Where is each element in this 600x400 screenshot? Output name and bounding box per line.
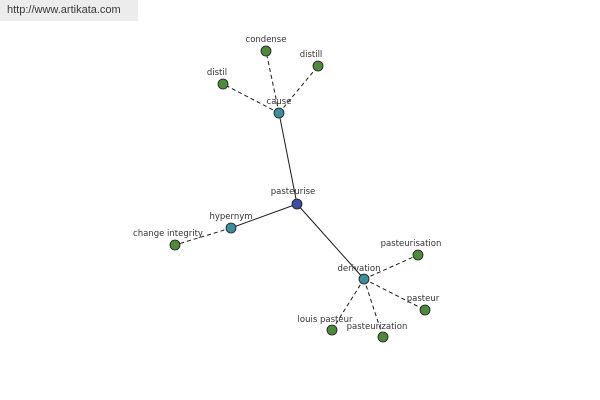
edge-pasteurise-cause (278, 112, 298, 205)
word-node-circle[interactable] (312, 60, 324, 72)
word-node-label[interactable]: change integrity (133, 229, 203, 239)
relation-node-cause[interactable]: cause (267, 97, 292, 119)
word-node-label[interactable]: condense (246, 35, 287, 45)
relation-node-circle[interactable] (273, 107, 285, 119)
word-node-circle[interactable] (169, 239, 181, 251)
relation-node-hypernym[interactable]: hypernym (209, 212, 253, 234)
edge-pasteurise-hypernym (230, 203, 298, 229)
word-node-change-integrity[interactable]: change integrity (133, 229, 203, 251)
word-node-louis-pasteur[interactable]: louis pasteur (298, 315, 353, 336)
word-node-label[interactable]: pasteur (407, 294, 440, 304)
word-node-label[interactable]: distil (207, 68, 227, 78)
edge-cause-condense (265, 50, 280, 114)
word-node-pasteurisation[interactable]: pasteurisation (381, 239, 442, 261)
word-node-label[interactable]: distill (300, 50, 323, 60)
center-node-label[interactable]: pasteurise (271, 187, 316, 197)
relation-node-circle[interactable] (225, 222, 237, 234)
edge-derivation-pasteurization (363, 278, 384, 338)
word-node-circle[interactable] (326, 324, 338, 336)
word-node-circle[interactable] (217, 78, 229, 90)
word-node-circle[interactable] (260, 45, 272, 57)
edge-cause-distil (222, 83, 280, 114)
graph-edges (174, 50, 426, 338)
word-node-circle[interactable] (412, 249, 424, 261)
word-node-pasteur[interactable]: pasteur (407, 294, 440, 316)
edge-pasteurise-derivation (296, 203, 365, 280)
relation-node-derivation[interactable]: derivation (337, 264, 381, 285)
relation-node-label[interactable]: cause (267, 97, 292, 107)
edge-derivation-louis-pasteur (331, 278, 365, 331)
word-node-condense[interactable]: condense (246, 35, 287, 57)
word-node-label[interactable]: pasteurization (347, 322, 408, 332)
edge-hypernym-change-integrity (174, 227, 232, 246)
word-node-distill[interactable]: distill (300, 50, 324, 72)
center-node-pasteurise[interactable]: pasteurise (271, 187, 316, 210)
center-node-circle[interactable] (291, 198, 303, 210)
word-node-label[interactable]: pasteurisation (381, 239, 442, 249)
edge-derivation-pasteur (363, 278, 426, 311)
word-node-pasteurization[interactable]: pasteurization (347, 322, 408, 343)
edge-derivation-pasteurisation (363, 254, 419, 280)
word-node-circle[interactable] (419, 304, 431, 316)
relation-node-label[interactable]: hypernym (209, 212, 252, 222)
word-node-label[interactable]: louis pasteur (298, 315, 353, 325)
relation-node-label[interactable]: derivation (337, 264, 380, 274)
relation-node-circle[interactable] (358, 273, 370, 285)
word-node-circle[interactable] (377, 331, 389, 343)
word-node-distil[interactable]: distil (207, 68, 229, 90)
graph-nodes: condense distill distil change integrity pas… (133, 35, 442, 343)
url-bar: http://www.artikata.com (0, 0, 138, 21)
edge-cause-distill (278, 65, 319, 114)
site-url-link[interactable]: http://www.artikata.com (7, 4, 121, 16)
